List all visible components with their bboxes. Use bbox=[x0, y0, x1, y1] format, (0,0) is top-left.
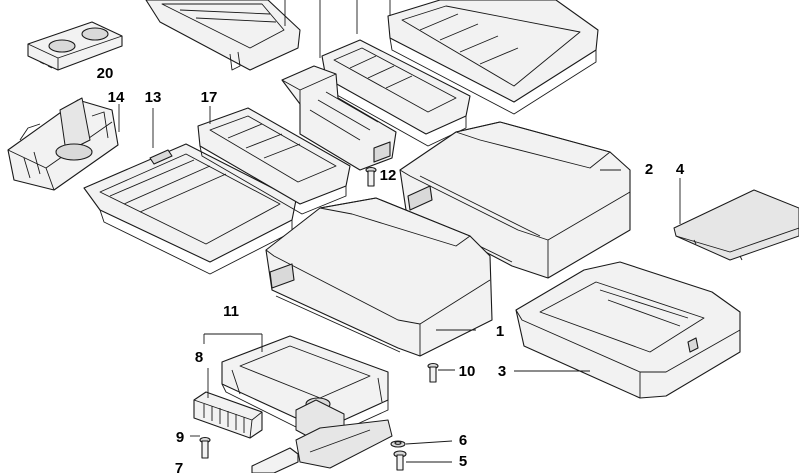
callout-3: 3 bbox=[498, 363, 506, 380]
callout-2: 2 bbox=[645, 161, 653, 178]
callout-1: 1 bbox=[496, 323, 504, 340]
callout-7: 7 bbox=[175, 460, 183, 473]
part-rail bbox=[251, 447, 299, 473]
part-latch bbox=[193, 391, 263, 439]
part-washer-6 bbox=[390, 440, 406, 448]
part-armrest-main bbox=[265, 197, 493, 357]
callout-10: 10 bbox=[459, 363, 476, 380]
part-storage-bracket bbox=[7, 97, 119, 191]
part-support-bracket bbox=[221, 335, 393, 469]
callout-14: 14 bbox=[108, 89, 125, 106]
callout-6: 6 bbox=[459, 432, 467, 449]
part-cover-plate bbox=[673, 189, 799, 261]
callout-8: 8 bbox=[195, 349, 203, 366]
part-lower-tray bbox=[83, 143, 297, 275]
leader-lines bbox=[118, 0, 681, 463]
part-bolt-5 bbox=[393, 450, 407, 471]
callout-20: 20 bbox=[97, 65, 114, 82]
part-upper-tray-right bbox=[387, 0, 599, 115]
part-cup-holder bbox=[27, 21, 123, 71]
part-mechanism-housing bbox=[281, 65, 397, 171]
part-screw-12 bbox=[365, 166, 377, 187]
callout-13: 13 bbox=[145, 89, 162, 106]
callout-17: 17 bbox=[201, 89, 218, 106]
callout-9: 9 bbox=[176, 429, 184, 446]
callout-4: 4 bbox=[676, 161, 685, 178]
part-screw-9 bbox=[199, 436, 211, 459]
part-armrest-base bbox=[515, 261, 741, 399]
callout-12: 12 bbox=[380, 167, 397, 184]
part-small-tray bbox=[197, 107, 351, 215]
part-upper-tray-left bbox=[145, 0, 301, 71]
part-armrest-cushion-upper bbox=[399, 121, 631, 279]
callout-5: 5 bbox=[459, 453, 467, 470]
callout-11: 11 bbox=[223, 303, 239, 320]
part-screw-10 bbox=[427, 362, 439, 383]
